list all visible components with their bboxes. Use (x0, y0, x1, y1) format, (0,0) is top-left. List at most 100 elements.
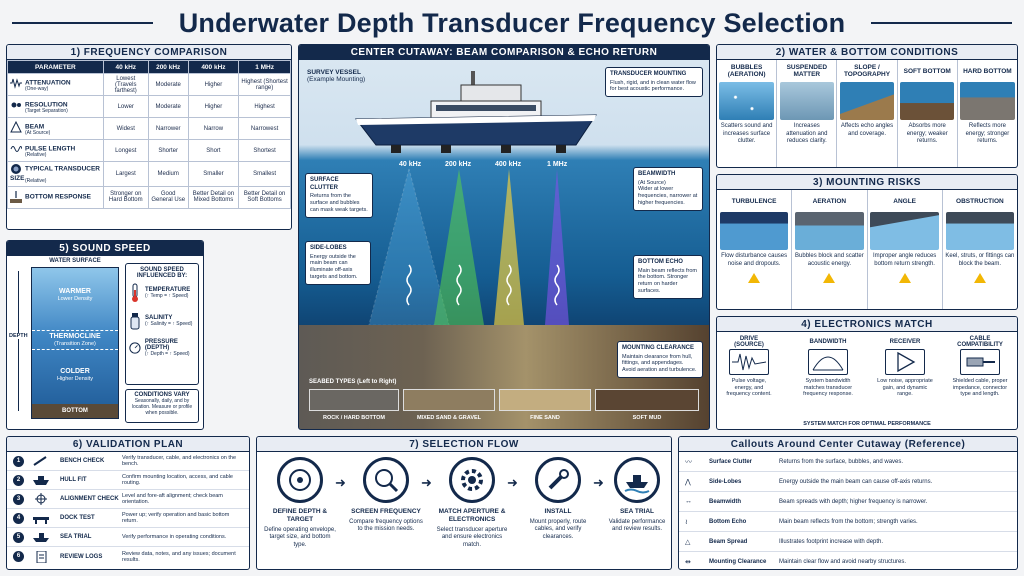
frequency-table: PARAMETER 40 kHz 200 kHz 400 kHz 1 MHz A… (7, 60, 291, 209)
water-bottom-header: 2) WATER & BOTTOM CONDITIONS (717, 45, 1017, 60)
freq-label-1mhz: 1 MHz (547, 161, 568, 168)
table-cell: Lowest (Travels farthest) (102, 73, 149, 96)
col-1mhz: 1 MHz (238, 60, 291, 74)
seabed-label-rock: ROCK / HARD BOTTOM (323, 415, 385, 421)
gear-icon (461, 469, 483, 491)
validation-plan-header: 6) VALIDATION PLAN (7, 437, 249, 452)
seabed-swatch-sand (499, 389, 591, 411)
table-cell: Shortest (238, 139, 291, 162)
col-parameter: PARAMETER (7, 60, 104, 74)
title-rule-right (871, 22, 1013, 24)
beam-400khz (494, 169, 524, 325)
drive-waveform-icon (732, 353, 767, 371)
depth-axis (18, 271, 19, 411)
water-bottom-columns: BUBBLES (AERATION)Scatters sound and inc… (717, 60, 1017, 167)
side-lobe-icon: ⋀ (685, 478, 691, 486)
electronics-match-header: 4) ELECTRONICS MATCH (717, 317, 1017, 332)
bubbles-image (719, 82, 774, 120)
condition-bubbles: BUBBLES (AERATION)Scatters sound and inc… (717, 60, 778, 167)
dock-icon (33, 517, 49, 524)
waveform-icon (10, 78, 22, 89)
title-bar: Underwater Depth Transducer Frequency Se… (0, 4, 1024, 42)
table-row: ATTENUATION(One-way) Lowest (Travels far… (7, 73, 291, 96)
magnifier-waveform-icon (375, 469, 399, 493)
obstruction-image (945, 212, 1015, 250)
beam-cone-icon (10, 121, 22, 133)
pulse-icon (10, 146, 22, 152)
col-200khz: 200 kHz (147, 60, 189, 74)
bottom-label: BOTTOM (32, 404, 118, 418)
seabed-label-gravel: MIXED SAND & GRAVEL (416, 415, 482, 421)
freq-label-40khz: 40 kHz (399, 161, 422, 168)
table-cell: Shorter (147, 139, 189, 162)
table-cell: Short (187, 139, 240, 162)
aeration-image (795, 212, 864, 250)
seabed-swatch-rock (309, 389, 399, 411)
warning-icon (748, 273, 761, 283)
pressure-factor: PRESSURE (DEPTH)(↑ Depth = ↑ Speed) (129, 339, 195, 357)
callouts-reference-header: Callouts Around Center Cutaway (Referenc… (679, 437, 1017, 452)
param-transducer-size: TYPICAL TRANSDUCER SIZE(Relative) (7, 161, 104, 187)
seabed-swatch-gravel (403, 389, 495, 411)
col-400khz: 400 kHz (187, 60, 240, 74)
conditions-vary-title: CONDITIONS VARY (134, 392, 190, 398)
table-row: BOTTOM RESPONSE Stronger on Hard Bottom … (7, 185, 291, 209)
table-cell: Smaller (187, 161, 240, 187)
ship-icon (33, 533, 49, 542)
target-icon (289, 469, 311, 491)
sound-speed-header: 5) SOUND SPEED (7, 241, 203, 256)
warning-icon (898, 273, 911, 283)
document-icon (36, 550, 47, 563)
table-row: PULSE LENGTH(Relative) Longest Shorter S… (7, 139, 291, 162)
table-cell: Smallest (238, 161, 291, 187)
beam-1mhz (545, 169, 569, 325)
amplifier-icon (897, 351, 916, 373)
param-pulse-length: PULSE LENGTH(Relative) (7, 139, 104, 162)
table-cell: Good General Use (147, 185, 189, 209)
frequency-comparison-panel: 1) FREQUENCY COMPARISON PARAMETER 40 kHz… (6, 44, 292, 230)
col-40khz: 40 kHz (102, 60, 149, 74)
center-cutaway-panel: CENTER CUTAWAY: BEAM COMPARISON & ECHO R… (298, 44, 710, 430)
table-cell: Lower (102, 95, 149, 118)
flow-arrow-icon: ➜ (593, 475, 604, 490)
seabed-types-title: SEABED TYPES (Left to Right) (309, 379, 397, 385)
table-row: RESOLUTION(Target Separation) Lower Mode… (7, 95, 291, 118)
slope-image (839, 82, 895, 120)
warning-icon (973, 273, 986, 283)
flow-arrow-icon: ➜ (335, 475, 346, 490)
salinity-factor: SALINITY(↑ Salinity = ↑ Speed) (129, 311, 195, 331)
beam-40khz (368, 168, 450, 326)
flow-arrow-icon: ➜ (421, 475, 432, 490)
title-rule-left (12, 22, 153, 24)
thermocline-label: THERMOCLINE(Transition Zone) (32, 330, 118, 350)
hard-bottom-image (960, 82, 1015, 120)
conditions-vary-box: CONDITIONS VARY Seasonally, daily, and b… (125, 389, 199, 423)
wave-line-icon: 〰 (685, 458, 692, 466)
soft-bottom-image (899, 82, 955, 120)
seabed-icon (10, 191, 22, 204)
flow-arrow-icon: ➜ (507, 475, 518, 490)
table-cell: Stronger on Hard Bottom (102, 185, 149, 209)
table-cell: Narrow (187, 117, 240, 140)
